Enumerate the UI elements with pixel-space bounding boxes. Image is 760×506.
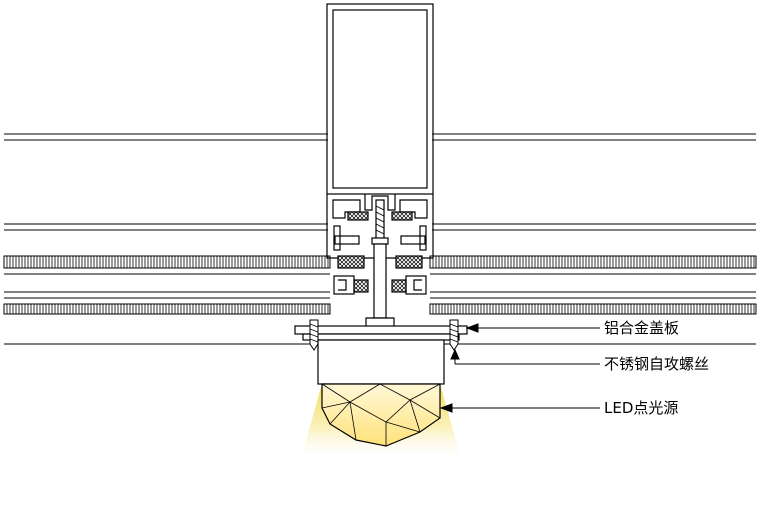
leader-led	[439, 403, 600, 413]
aluminum-cover-plate	[294, 325, 468, 341]
glass-panels	[4, 133, 756, 231]
label-cover-plate: 铝合金盖板	[604, 319, 679, 337]
center-bolt	[365, 199, 395, 347]
leader-cover-plate	[465, 323, 600, 333]
aluminum-mullion	[326, 3, 434, 295]
screw-right	[449, 319, 459, 351]
label-led: LED点光源	[604, 399, 678, 417]
screw-left	[309, 319, 319, 351]
led-lens	[321, 383, 441, 447]
insulated-glass	[3, 255, 757, 315]
label-screw: 不锈钢自攻螺丝	[604, 355, 709, 373]
led-housing	[317, 339, 445, 385]
leader-screw	[450, 348, 600, 365]
